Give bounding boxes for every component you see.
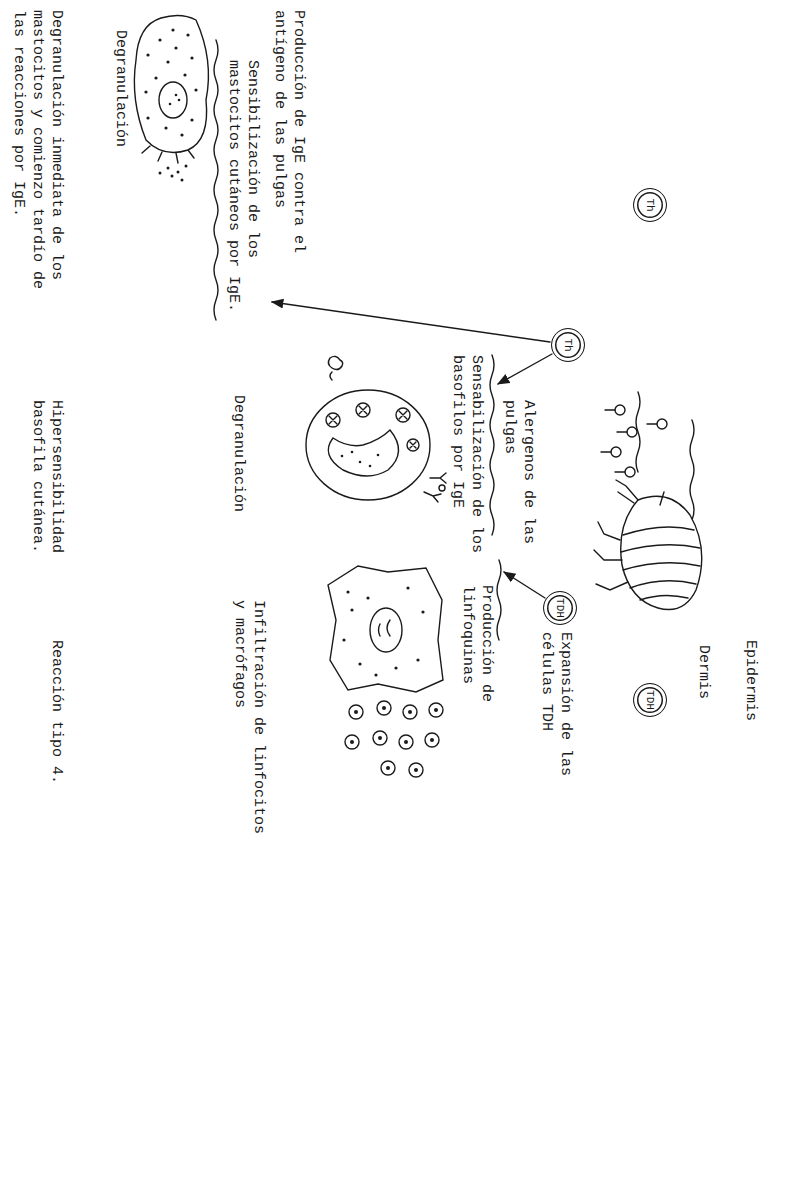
text-label: Producción de IgE contra el antígeno de … — [270, 10, 308, 266]
tissue-line — [497, 560, 501, 640]
text-label: Dermis — [694, 645, 713, 755]
t-cell-circle: Th — [633, 188, 667, 222]
text-label: Infiltración de linfocitos y macrófagos — [230, 600, 268, 845]
basophil — [306, 356, 446, 502]
mast-cell — [134, 15, 208, 181]
macrophage — [328, 566, 443, 692]
t-cell-circle: TDH — [543, 591, 577, 625]
cell-label: TDH — [554, 598, 566, 618]
text-label: Sensabilización de los basofilos por IgE — [448, 355, 486, 565]
text-label: Alergenos de las pulgas — [500, 400, 538, 560]
text-label: Hipersensibilidad basofila cutánea. — [28, 400, 66, 565]
text-label: Epidermis — [741, 640, 760, 780]
flea — [594, 480, 702, 610]
cell-label: TDH — [644, 690, 656, 710]
arrow — [498, 354, 552, 384]
arrow — [272, 302, 550, 342]
arrow — [504, 572, 545, 598]
cell-label: Th — [562, 338, 574, 351]
antigen — [601, 405, 667, 477]
tissue-line — [490, 355, 494, 535]
released-granules — [328, 356, 342, 380]
text-label: Degranulación — [111, 30, 130, 190]
text-label: Expansión de las células TDH — [537, 632, 575, 792]
text-label: Reacción tipo 4. — [47, 640, 66, 840]
t-cell-circle: Th — [551, 328, 585, 362]
text-label: Degranulación inmediata de los mastocito… — [9, 10, 66, 310]
lymphocytes — [345, 701, 443, 777]
text-label: Producción de linfoquinas — [458, 585, 496, 725]
t-cell-circle: TDH — [633, 683, 667, 717]
tissue-line — [214, 40, 218, 320]
text-label: Sensibilización de los mastocitos cutáne… — [224, 60, 262, 322]
cell-label: Th — [644, 198, 656, 211]
text-label: Degranulación — [229, 395, 248, 555]
